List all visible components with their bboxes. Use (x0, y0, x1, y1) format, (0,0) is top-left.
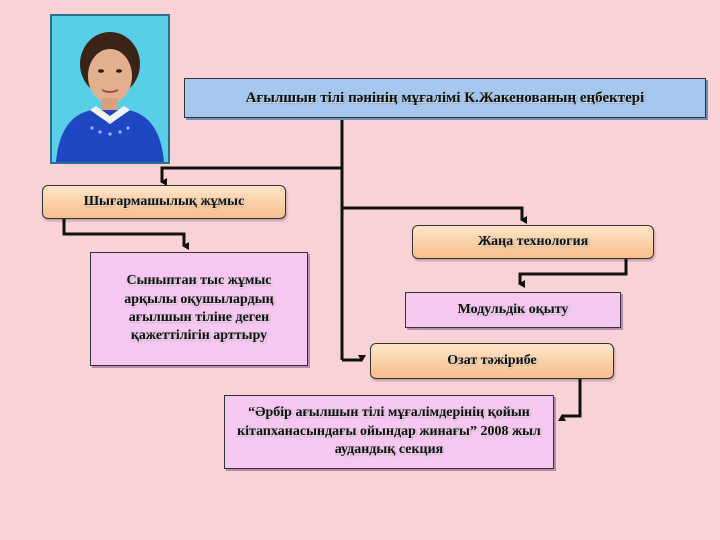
district-section-box: “Әрбір ағылшын тілі мұғалімдерінің қойын… (224, 395, 554, 469)
connector-to-new-technology (342, 206, 527, 224)
portrait-photo (50, 14, 170, 164)
connector-to-modular (518, 259, 628, 288)
main-title: Ағылшын тілі пәнінің мұғалімі К.Жакенова… (184, 78, 706, 118)
new-technology-box: Жаңа технология (412, 225, 654, 259)
extracurricular-box: Сыныптан тыс жұмыс арқылы оқушылардың ағ… (90, 252, 308, 366)
modular-learning-box: Модульдік оқыту (405, 292, 621, 328)
connector-to-extracurricular (62, 219, 189, 250)
portrait-illustration (52, 16, 168, 162)
best-practice-box: Озат тәжірибе (370, 343, 614, 379)
connector-to-section (558, 378, 582, 421)
connector-to-creative-work (160, 166, 342, 186)
creative-work-box: Шығармашылық жұмыс (42, 185, 286, 219)
